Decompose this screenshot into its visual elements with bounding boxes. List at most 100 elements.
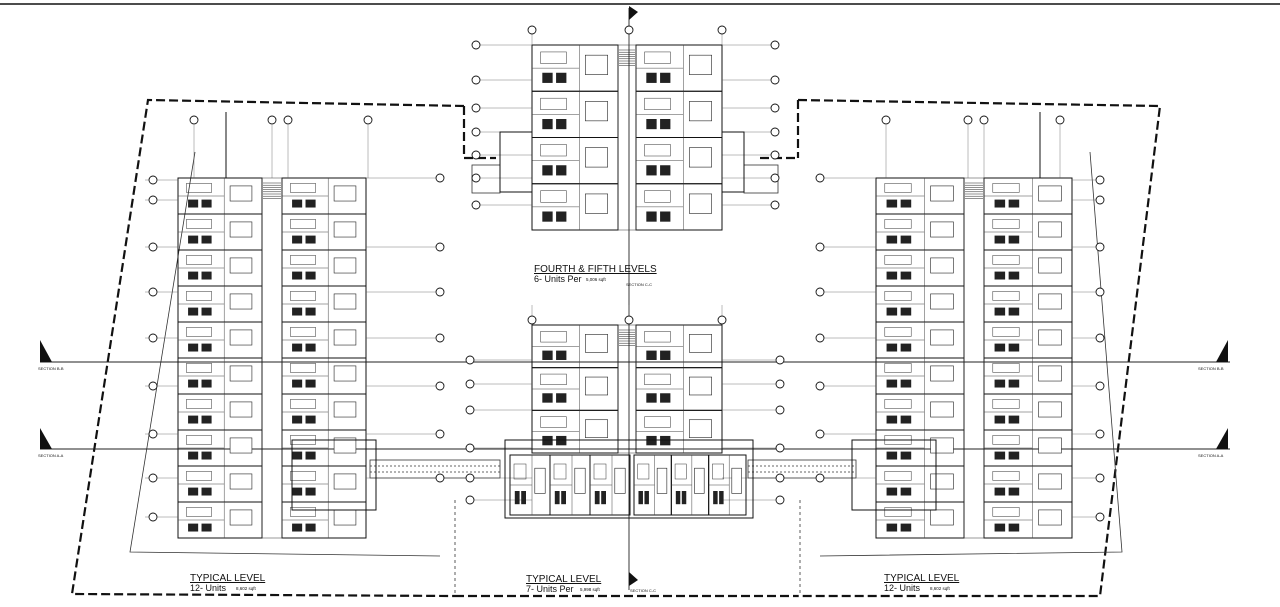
bed-fixture [689, 193, 712, 214]
appliance-mark [305, 271, 316, 280]
grid-bubble [471, 40, 481, 50]
appliance-mark [201, 523, 212, 532]
grid-bubble [717, 25, 727, 35]
grid-bubble [770, 127, 780, 137]
appliance-mark [886, 235, 898, 244]
bed-fixture [930, 365, 954, 382]
kitchen-fixture [644, 51, 671, 64]
appliance-mark [646, 211, 657, 222]
plan-area-left: 8,602 sqft [236, 586, 257, 591]
appliance-mark [201, 379, 212, 388]
appliance-mark [994, 415, 1006, 424]
kitchen-fixture [290, 183, 316, 193]
kitchen-fixture [593, 463, 607, 480]
kitchen-fixture [884, 255, 912, 265]
appliance-mark [542, 72, 553, 83]
appliance-mark [675, 491, 681, 505]
kitchen-fixture [290, 291, 316, 301]
appliance-mark [1008, 487, 1020, 496]
grid-bubble [148, 242, 158, 252]
grid-bubble [881, 115, 891, 125]
plan-title-center: TYPICAL LEVEL [526, 574, 602, 585]
appliance-mark [305, 199, 316, 208]
appliance-mark [994, 379, 1006, 388]
kitchen-fixture [186, 435, 212, 445]
appliance-mark [521, 491, 526, 505]
appliance-mark [292, 487, 303, 496]
appliance-mark [994, 199, 1006, 208]
grid-bubble [471, 200, 481, 210]
building-left [145, 112, 445, 539]
corridor [617, 324, 637, 454]
grid-bubble [775, 495, 785, 505]
grid-bubble [465, 495, 475, 505]
bed-fixture [689, 54, 712, 75]
bed-fixture [1038, 221, 1062, 238]
appliance-mark [900, 487, 912, 496]
plan-title-upper: FOURTH & FIFTH LEVELS [534, 264, 657, 275]
grid-bubble [148, 429, 158, 439]
bed-fixture [333, 437, 357, 454]
bed-fixture [930, 185, 954, 202]
appliance-mark [1008, 235, 1020, 244]
bed-fixture [930, 509, 954, 526]
appliance-mark [188, 415, 199, 424]
appliance-mark [886, 487, 898, 496]
grid-bubble [435, 173, 445, 183]
appliance-mark [660, 165, 671, 176]
kitchen-fixture [637, 463, 650, 480]
bed-fixture [574, 467, 586, 494]
appliance-mark [719, 491, 724, 505]
kitchen-fixture [540, 331, 567, 343]
appliance-mark [900, 199, 912, 208]
appliance-mark [660, 393, 671, 403]
section-label-left-aa: SECTION A-A [38, 453, 64, 458]
section-label-left-bb: SECTION B-B [38, 366, 64, 371]
appliance-mark [900, 343, 912, 352]
appliance-mark [601, 491, 606, 505]
appliance-mark [188, 271, 199, 280]
appliance-mark [994, 451, 1006, 460]
grid-bubble [775, 355, 785, 365]
appliance-mark [542, 211, 553, 222]
bed-fixture [585, 54, 608, 75]
appliance-mark [994, 523, 1006, 532]
grid-bubble [775, 379, 785, 389]
kitchen-fixture [884, 291, 912, 301]
kitchen-fixture [992, 363, 1020, 373]
grid-bubble [1095, 242, 1105, 252]
appliance-mark [542, 350, 553, 360]
grid-bubble [1095, 287, 1105, 297]
bed-fixture [930, 473, 954, 490]
appliance-mark [900, 271, 912, 280]
appliance-mark [556, 393, 567, 403]
appliance-mark [646, 119, 657, 130]
kitchen-fixture [186, 471, 212, 481]
appliance-mark [1008, 307, 1020, 316]
plan-units-right: 12- Units [884, 583, 921, 593]
bed-fixture [689, 376, 712, 396]
appliance-mark [886, 271, 898, 280]
kitchen-fixture [884, 399, 912, 409]
bed-fixture [333, 473, 357, 490]
bed-fixture [229, 257, 253, 274]
appliance-mark [188, 235, 199, 244]
appliance-mark [594, 491, 600, 505]
appliance-mark [305, 523, 316, 532]
kitchen-fixture [644, 373, 671, 385]
grid-bubble [815, 242, 825, 252]
appliance-mark [556, 119, 567, 130]
appliance-mark [542, 393, 553, 403]
grid-bubble [815, 333, 825, 343]
bed-fixture [229, 185, 253, 202]
appliance-mark [994, 487, 1006, 496]
grid-bubble [1095, 512, 1105, 522]
bed-fixture [689, 334, 712, 353]
appliance-mark [188, 199, 199, 208]
kitchen-fixture [992, 183, 1020, 193]
plan-units-center: 7- Units Per [526, 584, 574, 594]
bed-fixture [534, 467, 546, 494]
appliance-mark [292, 523, 303, 532]
appliance-mark [305, 343, 316, 352]
plan-units-left: 12- Units [190, 583, 227, 593]
